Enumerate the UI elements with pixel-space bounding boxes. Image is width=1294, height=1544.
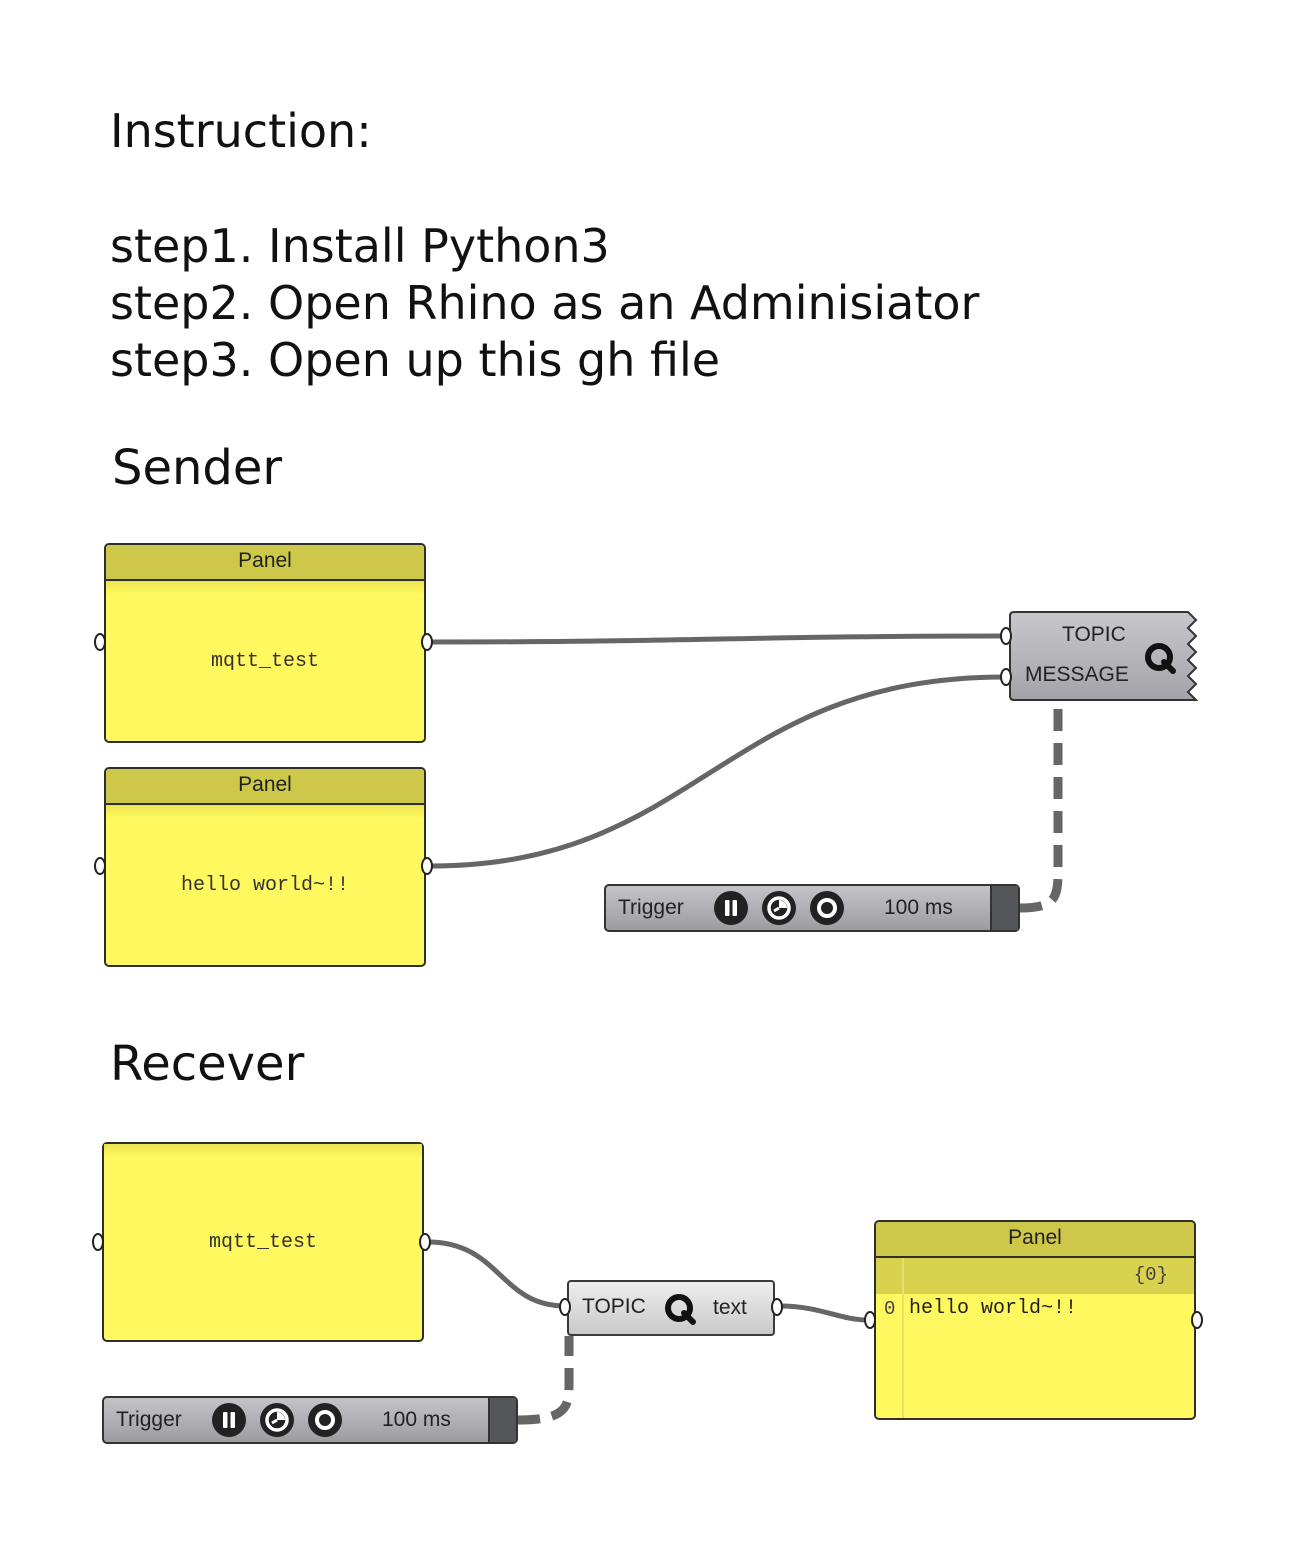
trigger-slider-handle[interactable] bbox=[488, 1398, 516, 1442]
step-3: step3. Open up this gh file bbox=[110, 333, 721, 387]
wire-topic-to-send[interactable] bbox=[429, 633, 1006, 645]
pause-icon[interactable] bbox=[714, 891, 748, 925]
sender-message-panel[interactable]: Panel hello world~!! bbox=[104, 767, 426, 967]
output-port[interactable] bbox=[1191, 1311, 1203, 1329]
output-port[interactable] bbox=[421, 857, 433, 875]
mqtt-send-component[interactable] bbox=[1008, 610, 1200, 704]
data-path-label: {0} bbox=[1133, 1264, 1168, 1286]
input-port-topic[interactable] bbox=[1000, 627, 1012, 645]
item-value[interactable]: hello world~!! bbox=[909, 1297, 1078, 1320]
index-divider bbox=[902, 1258, 904, 1418]
sender-heading: Sender bbox=[112, 440, 283, 496]
record-icon[interactable] bbox=[308, 1403, 342, 1437]
wire-topic-to-receive[interactable] bbox=[427, 1239, 566, 1309]
receive-text-output-label: text bbox=[713, 1296, 747, 1319]
receive-topic-input-label: TOPIC bbox=[582, 1295, 646, 1318]
timer-icon[interactable] bbox=[260, 1403, 294, 1437]
panel-title: Panel bbox=[876, 1222, 1194, 1258]
input-port[interactable] bbox=[94, 857, 106, 875]
mqtt-q-icon bbox=[665, 1294, 696, 1325]
wire-text-to-panel[interactable] bbox=[779, 1303, 869, 1323]
output-port[interactable] bbox=[419, 1233, 431, 1251]
wire-message-to-send[interactable] bbox=[429, 674, 1006, 869]
send-topic-input-label: TOPIC bbox=[1062, 623, 1126, 646]
send-message-input-label: MESSAGE bbox=[1025, 663, 1129, 686]
panel-text[interactable]: mqtt_test bbox=[106, 581, 424, 741]
receiver-heading: Recever bbox=[110, 1036, 305, 1092]
receiver-trigger[interactable]: Trigger 100 ms bbox=[102, 1396, 518, 1444]
wire-trigger-to-send[interactable] bbox=[1019, 702, 1063, 913]
input-port[interactable] bbox=[94, 633, 106, 651]
trigger-interval[interactable]: 100 ms bbox=[382, 1408, 451, 1431]
data-path-header: {0} bbox=[876, 1258, 1194, 1294]
panel-title: Panel bbox=[106, 769, 424, 805]
instruction-heading: Instruction: bbox=[110, 104, 372, 158]
panel-text[interactable]: hello world~!! bbox=[106, 805, 424, 965]
sender-trigger[interactable]: Trigger 100 ms bbox=[604, 884, 1020, 932]
output-port[interactable] bbox=[421, 633, 433, 651]
input-port-message[interactable] bbox=[1000, 668, 1012, 686]
wire-trigger-to-receive[interactable] bbox=[517, 1336, 574, 1425]
trigger-interval[interactable]: 100 ms bbox=[884, 896, 953, 919]
instruction-steps: step1. Install Python3 step2. Open Rhino… bbox=[110, 218, 979, 389]
pause-icon[interactable] bbox=[212, 1403, 246, 1437]
trigger-label: Trigger bbox=[116, 1408, 182, 1431]
sender-topic-panel[interactable]: Panel mqtt_test bbox=[104, 543, 426, 743]
receiver-topic-panel[interactable]: mqtt_test bbox=[102, 1142, 424, 1342]
input-port-topic[interactable] bbox=[559, 1298, 571, 1316]
trigger-slider-handle[interactable] bbox=[990, 886, 1018, 930]
input-port[interactable] bbox=[864, 1311, 876, 1329]
item-index: 0 bbox=[884, 1298, 896, 1320]
panel-title: Panel bbox=[106, 545, 424, 581]
output-port-text[interactable] bbox=[771, 1298, 783, 1316]
step-1: step1. Install Python3 bbox=[110, 219, 610, 273]
timer-icon[interactable] bbox=[762, 891, 796, 925]
input-port[interactable] bbox=[92, 1233, 104, 1251]
trigger-label: Trigger bbox=[618, 896, 684, 919]
step-2: step2. Open Rhino as an Adminisiator bbox=[110, 276, 980, 330]
panel-text[interactable]: mqtt_test bbox=[104, 1144, 422, 1340]
record-icon[interactable] bbox=[810, 891, 844, 925]
mqtt-q-icon bbox=[1145, 643, 1176, 674]
receiver-output-panel[interactable]: Panel {0} 0 hello world~!! bbox=[874, 1220, 1196, 1420]
